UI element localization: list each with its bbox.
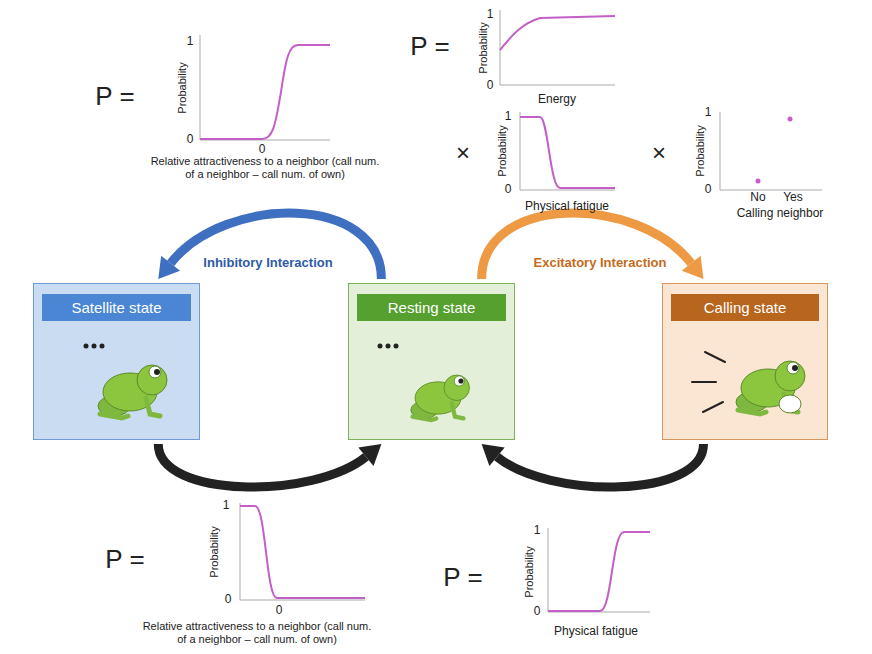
arrow-head bbox=[482, 444, 505, 466]
chart-label: × bbox=[652, 139, 666, 167]
chart-label: 1 bbox=[534, 524, 541, 538]
chart-label: 1 bbox=[505, 110, 512, 124]
chart-label: 1 bbox=[705, 106, 712, 120]
chart-label: Calling neighbor bbox=[737, 207, 824, 221]
chart-label: 0 bbox=[487, 79, 494, 93]
transition-arrow bbox=[482, 213, 704, 279]
chart-label: Probability bbox=[176, 62, 189, 113]
chart-label: Energy bbox=[538, 93, 576, 107]
arrow-head bbox=[682, 256, 704, 279]
state-box: Satellite state bbox=[33, 283, 200, 440]
chart-label: 1 bbox=[187, 35, 194, 49]
chart-label: 0 bbox=[187, 133, 194, 147]
state-heading: Calling state bbox=[671, 294, 819, 321]
arrow-head bbox=[158, 256, 180, 279]
chart-label: Physical fatigue bbox=[525, 200, 609, 214]
arrow-head bbox=[358, 444, 381, 466]
chart-label: P = bbox=[410, 32, 449, 62]
chart-label: 0 bbox=[259, 143, 266, 157]
state-box: Resting state bbox=[348, 283, 515, 440]
state-heading: Satellite state bbox=[42, 294, 191, 321]
interaction-label: Inhibitory Interaction bbox=[200, 254, 335, 271]
arrow-line bbox=[482, 213, 692, 279]
chart-label: P = bbox=[105, 545, 144, 575]
chart-label: Relative attractiveness to a neighbor (c… bbox=[139, 620, 375, 645]
transition-arrow bbox=[158, 444, 381, 487]
chart-label: Probability bbox=[208, 526, 221, 577]
arrow-line bbox=[171, 213, 382, 279]
arrow-line bbox=[497, 444, 703, 487]
chart-label: 0 bbox=[705, 183, 712, 197]
chart-label: P = bbox=[443, 563, 482, 593]
transition-arrow bbox=[482, 444, 704, 487]
chart-label: × bbox=[456, 139, 470, 167]
chart-label: Relative attractiveness to a neighbor (c… bbox=[147, 155, 383, 180]
interaction-label: Excitatory Interaction bbox=[531, 254, 670, 271]
chart-label: No bbox=[750, 191, 765, 205]
chart-label: Physical fatigue bbox=[554, 625, 638, 639]
arrow-line bbox=[158, 444, 366, 487]
state-heading: Resting state bbox=[357, 294, 506, 321]
chart-label: P = bbox=[95, 82, 134, 112]
chart-label: Probability bbox=[496, 125, 509, 176]
chart-label: Probability bbox=[523, 546, 536, 597]
state-box: Calling state bbox=[662, 283, 828, 440]
transition-arrow bbox=[158, 213, 381, 279]
chart-label: 0 bbox=[225, 593, 232, 607]
chart-label: 0 bbox=[505, 183, 512, 197]
chart-label: Yes bbox=[783, 191, 803, 205]
chart-label: 1 bbox=[223, 499, 230, 513]
chart-label: Probability bbox=[694, 125, 707, 176]
chart-label: 1 bbox=[487, 8, 494, 22]
chart-label: 0 bbox=[534, 605, 541, 619]
chart-label: 0 bbox=[276, 604, 283, 618]
chart-label: Probability bbox=[477, 22, 490, 73]
